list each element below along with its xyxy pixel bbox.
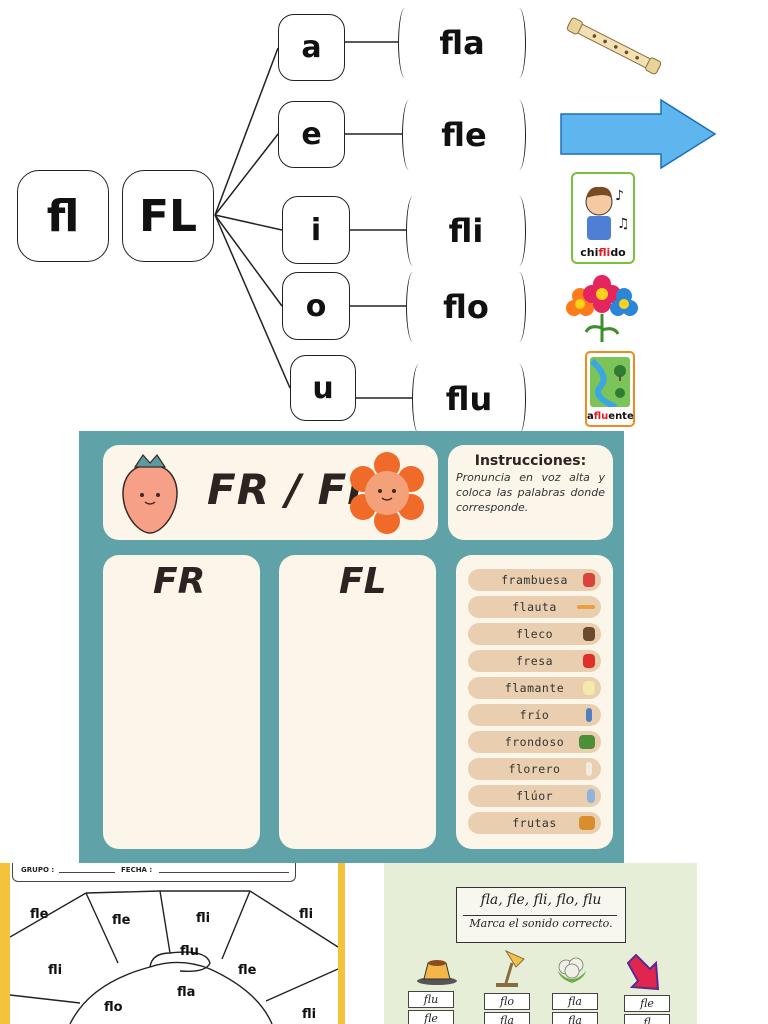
syllable-fle: fle: [402, 100, 526, 170]
fr-fl-poster: FR / FL Instrucciones: Pronuncia en voz …: [79, 431, 624, 863]
vowel-box-u: u: [290, 355, 356, 421]
word-pill[interactable]: flauta: [468, 596, 601, 618]
word-pill[interactable]: flúor: [468, 785, 601, 807]
grupo-label: GRUPO :: [21, 866, 55, 874]
region-label: fli: [302, 1007, 317, 1022]
region-label: flo: [104, 1000, 123, 1015]
syllable-flu: flu: [412, 364, 526, 434]
answer-cell[interactable]: flu: [408, 991, 454, 1008]
syllable-fli: fli: [406, 196, 526, 266]
chiflido-word: chiflido: [580, 246, 626, 259]
answer-cell[interactable]: fla: [552, 993, 598, 1010]
answer-cell[interactable]: fle: [408, 1010, 454, 1024]
coloring-worksheet: GRUPO : FECHA : fle fle fli fli flu fli …: [0, 863, 345, 1024]
fecha-label: FECHA :: [121, 866, 153, 874]
region-label: fli: [196, 911, 211, 926]
fl-column-title: FL: [339, 561, 387, 602]
flute-icon: [566, 17, 662, 75]
fr-column[interactable]: FR: [103, 555, 260, 849]
answer-cell[interactable]: fl: [624, 1014, 670, 1024]
consonant-lower-box: fl: [17, 170, 109, 262]
answer-cell[interactable]: fle: [624, 995, 670, 1012]
word-pill[interactable]: fleco: [468, 623, 601, 645]
afluente-word: afluente: [587, 411, 634, 422]
cauliflower-icon: [558, 957, 586, 983]
region-label: fli: [48, 963, 63, 978]
region-label: fle: [238, 963, 257, 978]
region-label: fli: [299, 907, 314, 922]
connector-lines: [214, 41, 412, 399]
word-pill[interactable]: frío: [468, 704, 601, 726]
strawberry-icon: [122, 454, 178, 534]
vowel-box-i: i: [282, 196, 350, 264]
word-pill[interactable]: frutas: [468, 812, 601, 834]
practice-title: fla, fle, fli, flo, flu: [480, 892, 602, 908]
river-map-icon: [590, 357, 630, 407]
region-label: fle: [30, 907, 49, 922]
afluente-card: afluente: [585, 351, 635, 427]
practice-subtitle: Marca el sonido correcto.: [469, 917, 613, 930]
poster-title: FR / FL: [207, 465, 376, 514]
chiflido-card: ♪ ♫ chiflido: [571, 172, 635, 264]
flan-icon: [417, 960, 457, 985]
syllable-fla: fla: [398, 8, 526, 78]
lamp-icon: [496, 949, 525, 987]
practice-sheet: fla, fle, fli, flo, flu Marca el sonido …: [384, 863, 697, 1024]
boy-whistling-icon: ♪ ♫: [585, 186, 630, 240]
arrow-right-icon: [560, 98, 717, 170]
word-pill[interactable]: flamante: [468, 677, 601, 699]
svg-text:♫: ♫: [617, 216, 630, 232]
word-pill[interactable]: frambuesa: [468, 569, 601, 591]
word-pill[interactable]: frondoso: [468, 731, 601, 753]
region-label: fla: [177, 985, 196, 1000]
answer-cell[interactable]: fla: [484, 1012, 530, 1024]
region-label: fle: [112, 913, 131, 928]
vowel-box-a: a: [278, 14, 345, 81]
instructions-panel: Instrucciones: Pronuncia en voz alta y c…: [448, 445, 613, 540]
arrow-down-right-icon: [626, 953, 660, 991]
region-label: flu: [180, 944, 199, 959]
fr-column-title: FR: [153, 561, 206, 602]
consonant-upper-box: FL: [122, 170, 214, 262]
fl-column[interactable]: FL: [279, 555, 436, 849]
word-list-panel: frambuesa flauta fleco fresa flamante fr…: [456, 555, 613, 849]
syllable-flo: flo: [406, 272, 526, 342]
vowel-box-e: e: [278, 101, 345, 168]
svg-text:♪: ♪: [615, 188, 624, 204]
flowers-icon: [566, 275, 638, 342]
answer-cell[interactable]: flo: [484, 993, 530, 1010]
word-pill[interactable]: fresa: [468, 650, 601, 672]
worksheet-header: GRUPO : FECHA :: [12, 863, 296, 882]
instructions-title: Instrucciones:: [474, 453, 587, 469]
vowel-box-o: o: [282, 272, 350, 340]
word-pill[interactable]: florero: [468, 758, 601, 780]
flower-face-icon: [350, 452, 424, 534]
coloring-regions: [10, 890, 338, 1024]
answer-cell[interactable]: fla: [552, 1012, 598, 1024]
title-panel: FR / FL: [103, 445, 438, 540]
practice-title-box: fla, fle, fli, flo, flu Marca el sonido …: [456, 887, 626, 943]
instructions-text: Pronuncia en voz alta y coloca las palab…: [456, 471, 605, 514]
